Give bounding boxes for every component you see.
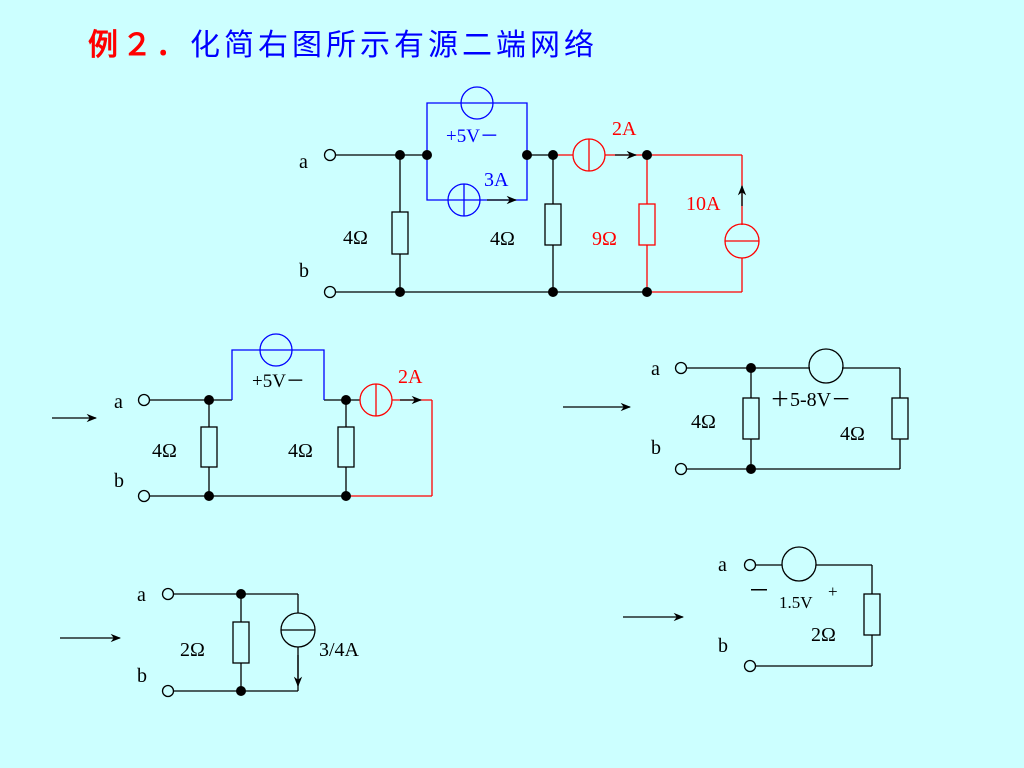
resistor-label: 2Ω xyxy=(180,639,205,661)
terminal-b xyxy=(137,489,151,503)
example-label: 例２． xyxy=(88,28,190,63)
resistor-label: 4Ω xyxy=(691,411,716,433)
voltage-source xyxy=(460,86,494,120)
current-source-label: 2A xyxy=(398,366,423,388)
resistor xyxy=(638,203,656,246)
slide-title: 例２．化简右图所示有源二端网络 xyxy=(88,20,598,64)
terminal-b-label: b xyxy=(114,470,124,492)
terminal-a xyxy=(743,558,757,572)
current-source-label: 3/4A xyxy=(319,639,360,661)
circuit-2 xyxy=(137,333,433,503)
resistor-label: 4Ω xyxy=(343,227,368,249)
junction-dots xyxy=(204,395,351,501)
voltage-source xyxy=(781,546,817,582)
current-source-label: 3A xyxy=(484,169,509,191)
voltage-source xyxy=(808,348,844,384)
voltage-source-label: ＋5-8V－ xyxy=(770,389,851,411)
resistor xyxy=(863,593,881,636)
resistor xyxy=(200,426,218,468)
terminal-a xyxy=(161,587,175,601)
voltage-source-label: +5V－ xyxy=(252,371,305,392)
resistor-label: 4Ω xyxy=(288,440,313,462)
resistor xyxy=(232,621,250,664)
resistor xyxy=(891,397,909,440)
resistor xyxy=(337,426,355,468)
terminal-b xyxy=(161,684,175,698)
terminal-a-label: a xyxy=(718,554,727,576)
terminal-a-label: a xyxy=(651,358,660,380)
title-text: 化简右图所示有源二端网络 xyxy=(190,28,598,63)
resistor xyxy=(391,211,409,255)
terminal-a-label: a xyxy=(114,391,123,413)
current-source-label: 2A xyxy=(612,118,637,140)
terminal-a-label: a xyxy=(137,584,146,606)
resistor-label: 4Ω xyxy=(152,440,177,462)
voltage-source xyxy=(259,333,293,367)
terminal-b-label: b xyxy=(137,665,147,687)
voltage-source-label: +5V－ xyxy=(446,126,499,147)
terminal-b xyxy=(323,285,337,299)
terminal-b-label: b xyxy=(718,635,728,657)
circuit-1 xyxy=(323,86,760,299)
terminal-b xyxy=(674,462,688,476)
resistor-label: 2Ω xyxy=(811,624,836,646)
resistor-label: 9Ω xyxy=(592,228,617,250)
terminal-b-label: b xyxy=(651,437,661,459)
junction-dots xyxy=(236,589,246,696)
junction-dots xyxy=(746,363,756,474)
terminal-a xyxy=(137,393,151,407)
current-source-label: 10A xyxy=(686,193,721,215)
resistor xyxy=(544,203,562,246)
voltage-source-plus: + xyxy=(828,582,838,601)
resistor-label: 4Ω xyxy=(840,423,865,445)
voltage-source-minus: － xyxy=(748,578,770,603)
junction-dots xyxy=(395,150,652,297)
terminal-a xyxy=(323,148,337,162)
circuit-5 xyxy=(743,546,881,673)
terminal-a xyxy=(674,361,688,375)
terminal-a-label: a xyxy=(299,151,308,173)
resistor xyxy=(742,397,760,440)
voltage-source-label: 1.5V xyxy=(779,593,813,612)
terminal-b xyxy=(743,659,757,673)
resistor-label: 4Ω xyxy=(490,228,515,250)
terminal-b-label: b xyxy=(299,260,309,282)
